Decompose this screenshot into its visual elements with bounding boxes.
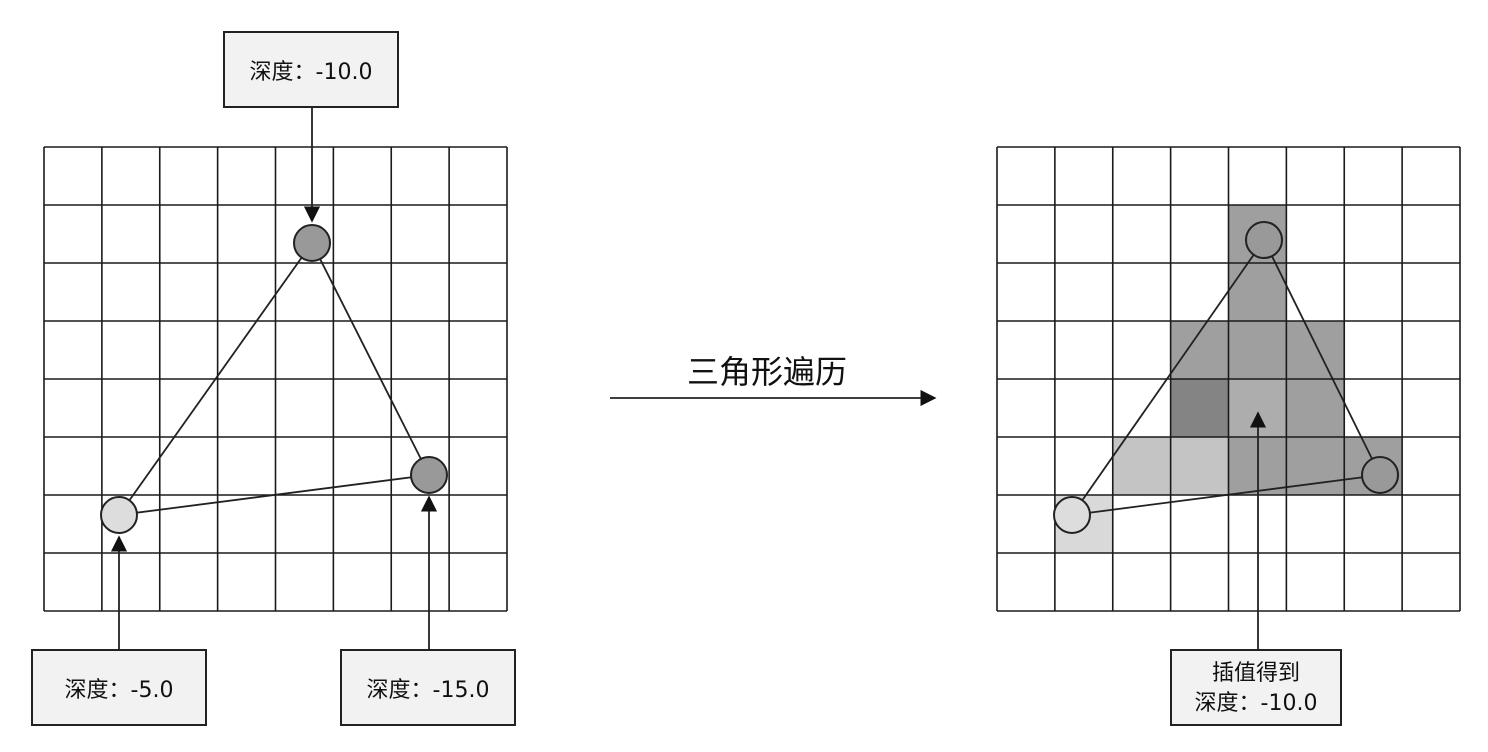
right-edge-top-left <box>1071 239 1265 516</box>
left-vertex-right <box>410 456 448 494</box>
right-vertex-top <box>1245 221 1283 259</box>
right-vertex-left <box>1053 496 1091 534</box>
depth-box-left <box>31 649 207 726</box>
result-label-line2: 深度：-10.0 <box>1195 691 1318 716</box>
shaded-cell <box>1170 437 1229 495</box>
traversal-label: 三角形遍历 <box>687 353 847 391</box>
result-box <box>1170 649 1342 726</box>
middle-transition: 三角形遍历 <box>610 353 937 407</box>
left-edge-left-right <box>118 474 430 516</box>
depth-label-right: 深度：-15.0 <box>367 678 490 703</box>
depth-label-left: 深度：-5.0 <box>65 678 174 703</box>
depth-box-top <box>223 31 399 108</box>
right-edge-top-right <box>1263 239 1381 476</box>
left-grid <box>43 146 508 612</box>
depth-box-right <box>340 649 516 726</box>
shaded-cell <box>1228 321 1287 379</box>
left-panel: 深度：-10.0 深度：-5.0 深度：-15.0 <box>31 31 516 726</box>
shaded-cell <box>1170 379 1229 437</box>
shaded-cell <box>1228 263 1287 321</box>
left-edge-top-left <box>118 242 313 516</box>
left-vertex-top <box>293 224 331 262</box>
shaded-cell <box>1170 321 1229 379</box>
depth-label-top: 深度：-10.0 <box>250 60 373 85</box>
result-label-line1: 插值得到 <box>1212 661 1300 686</box>
shaded-cell <box>1286 379 1345 437</box>
right-grid <box>996 146 1461 612</box>
left-edge-top-right <box>311 242 430 476</box>
shaded-cell <box>1112 437 1171 495</box>
left-vertex-left <box>100 496 138 534</box>
right-vertex-right <box>1361 456 1399 494</box>
right-panel: 插值得到 深度：-10.0 <box>996 146 1461 726</box>
shaded-cell <box>1286 321 1345 379</box>
